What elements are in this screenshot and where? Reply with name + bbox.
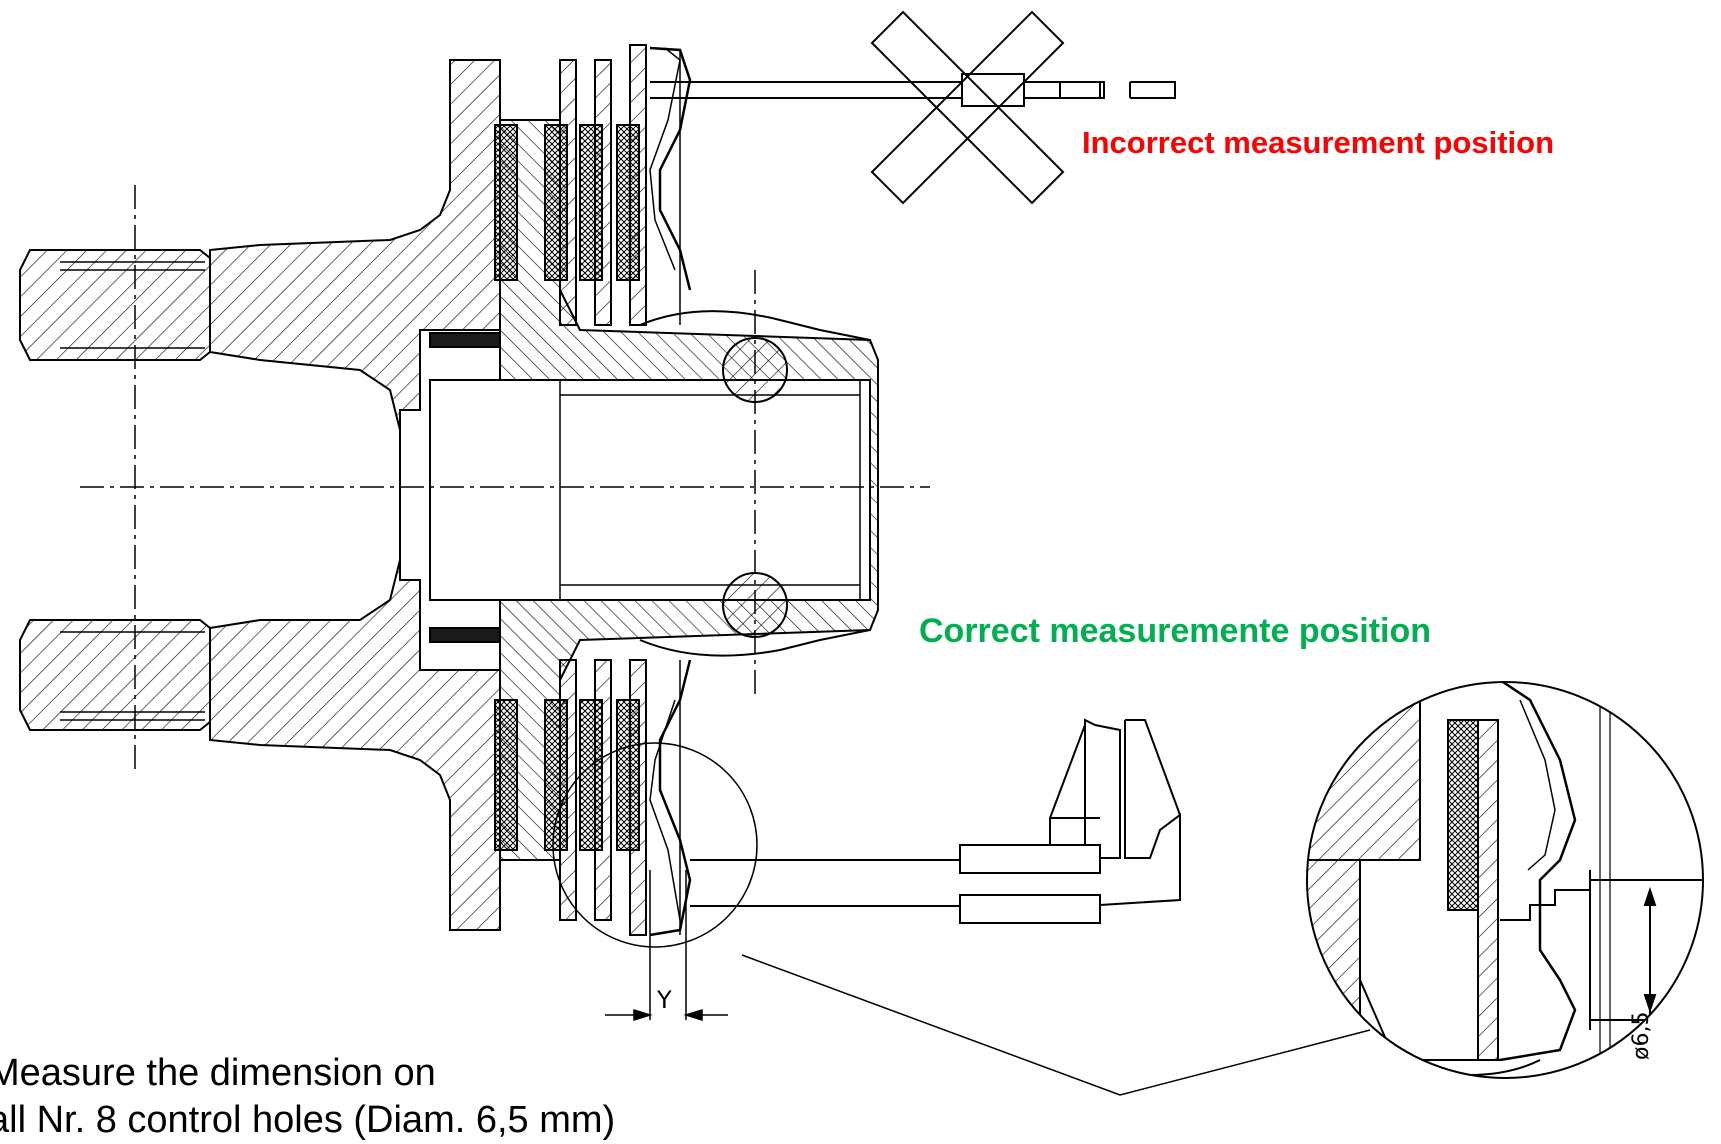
yoke-body (209, 59, 501, 931)
spring-plate-lower (649, 659, 692, 937)
instruction-text: Measure the dimension on all Nr. 8 contr… (0, 1050, 615, 1144)
dimension-y: Y (605, 870, 728, 1022)
incorrect-position-label: Incorrect measurement position (1082, 125, 1555, 160)
diameter-label: ø6,5 (1629, 1012, 1654, 1060)
detail-view: ø6,5 (1306, 681, 1704, 1079)
correct-gauge (690, 718, 1181, 924)
correct-position-label: Correct measuremente position (919, 612, 1432, 650)
center-lines (80, 185, 930, 770)
cross-out-x-icon (870, 10, 1065, 205)
dimension-y-label: Y (656, 986, 672, 1014)
spring-plate-upper (649, 46, 692, 291)
assembly-section (19, 44, 879, 937)
incorrect-gauge (650, 73, 1176, 107)
bore (429, 379, 871, 601)
instruction-line-2: all Nr. 8 control holes (Diam. 6,5 mm) (0, 1099, 616, 1141)
instruction-line-1: Measure the dimension on (0, 1052, 436, 1094)
yoke-upper-arm (19, 249, 211, 361)
detail-marker-circle (552, 742, 758, 948)
yoke-lower-arm (19, 619, 211, 731)
detail-leader (741, 954, 1371, 1096)
